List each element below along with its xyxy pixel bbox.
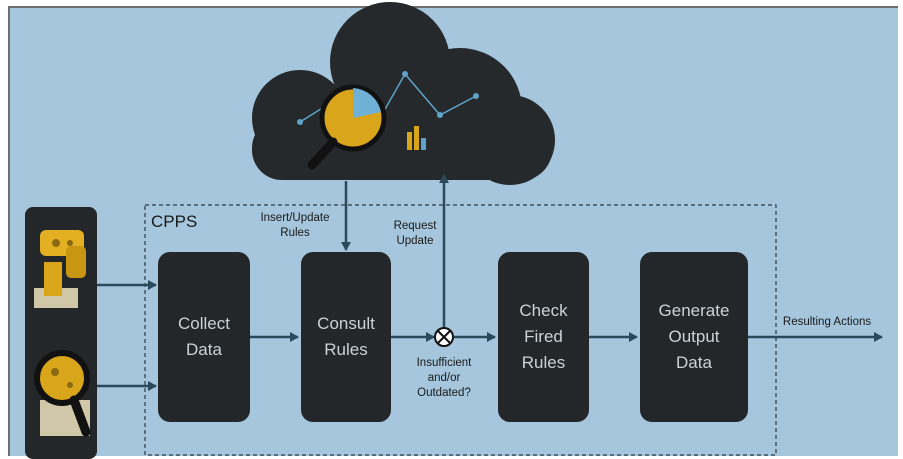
magnifier-pie-chart-icon: [307, 84, 387, 170]
insufficient-label: Insufficient and/or Outdated?: [404, 356, 484, 401]
insufficient-line-3: Outdated?: [417, 387, 471, 399]
insufficient-line-1: Insufficient: [416, 357, 472, 369]
insert-update-line-1: Insert/Update: [260, 212, 330, 224]
request-update-label: Request Update: [386, 219, 444, 249]
decision-node-icon: [434, 327, 454, 347]
check-line-3: Rules: [521, 353, 566, 372]
generate-line-2: Output: [668, 327, 720, 346]
request-update-line-1: Request: [393, 220, 437, 232]
insert-update-label: Insert/Update Rules: [255, 211, 335, 241]
flow-arrows: [97, 174, 883, 391]
bar-chart-icon: [407, 126, 426, 150]
generate-line-1: Generate: [658, 301, 730, 320]
generate-output-data-block: Generate Output Data: [640, 252, 748, 422]
collect-line-1: Collect: [178, 314, 230, 333]
consult-rules-block: Consult Rules: [301, 252, 391, 422]
magnifier-robot-icon: [34, 350, 91, 437]
check-line-2: Fired: [524, 327, 563, 346]
cloud-icon: [252, 2, 555, 185]
collect-line-2: Data: [186, 340, 222, 359]
insert-update-line-2: Rules: [280, 227, 310, 239]
insufficient-line-2: and/or: [427, 372, 461, 384]
check-fired-rules-block: Check Fired Rules: [498, 252, 589, 422]
consult-line-1: Consult: [317, 314, 375, 333]
collect-data-block: Collect Data: [158, 252, 250, 422]
consult-line-2: Rules: [324, 340, 368, 359]
check-line-1: Check: [519, 301, 568, 320]
generate-line-3: Data: [676, 353, 712, 372]
request-update-line-2: Update: [396, 235, 434, 247]
resulting-actions-label: Resulting Actions: [782, 316, 872, 328]
robot-arm-icon: [34, 230, 86, 308]
cpps-boundary: [144, 204, 777, 456]
cpps-label: CPPS: [151, 212, 198, 231]
